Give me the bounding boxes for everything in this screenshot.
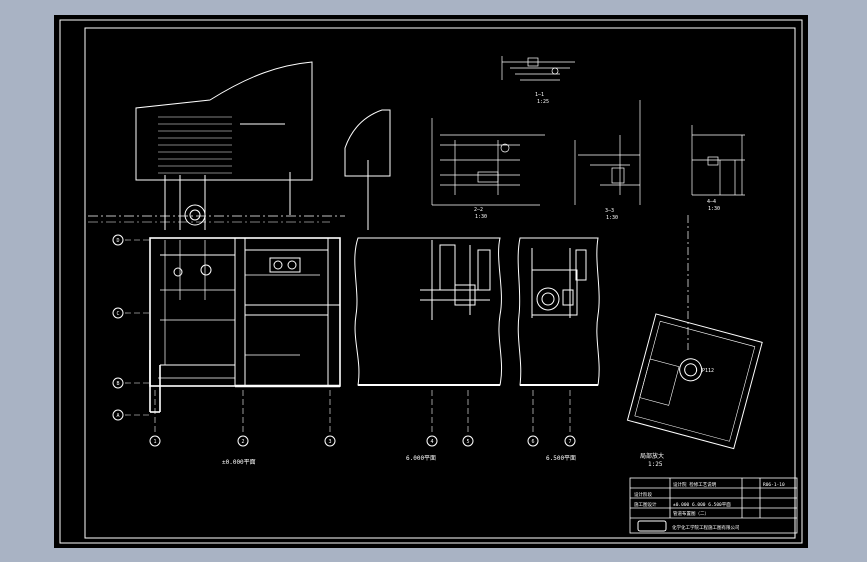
detail-enlargement <box>626 313 763 450</box>
title-block-drawing-no: R06-1-10 <box>763 482 785 488</box>
section-3-title: 3—3 <box>605 208 614 214</box>
section-1-1 <box>501 56 575 81</box>
title-block-row3: 施工图设计 <box>634 501 657 508</box>
section-1-title: 1—1 <box>535 92 544 98</box>
plan-right-pump <box>536 287 560 311</box>
detail-tag: P112 <box>702 368 714 374</box>
drawing-sheet <box>54 15 808 548</box>
plan-left-piping <box>158 240 320 379</box>
grid-label-6: 6 <box>531 439 534 445</box>
plan-left-tank-2 <box>200 264 212 276</box>
section-1-scale: 1:25 <box>537 99 549 105</box>
elevation-block-outline <box>135 61 313 181</box>
small-cutout-outline <box>344 109 391 177</box>
grid-label-4: 4 <box>430 439 433 445</box>
detail-title: 局部放大 <box>640 452 664 460</box>
grid-label-7: 7 <box>568 439 571 445</box>
grid-label-a: A <box>116 413 119 419</box>
grid-label-1: 1 <box>153 439 156 445</box>
plan-middle-title: 6.000平面 <box>406 455 436 462</box>
section-3-scale: 1:30 <box>606 215 618 221</box>
section-2-2 <box>431 118 545 206</box>
section-2-scale: 1:30 <box>475 214 487 220</box>
grid-bubbles-left <box>112 234 124 421</box>
title-block-footer: 化学化工学院工程施工图有限公司 <box>672 524 740 531</box>
elevation-note-lines <box>158 116 232 174</box>
grid-label-3: 3 <box>328 439 331 445</box>
plan-left-valve-2 <box>287 260 297 270</box>
grid-lines-left <box>125 239 571 432</box>
plan-left-equipment <box>269 257 301 273</box>
title-block-drawing-subtitle: 管道布置图（二） <box>673 510 709 517</box>
grid-label-2: 2 <box>241 439 244 445</box>
plan-left-title: ±0.000平面 <box>222 459 256 466</box>
section-4-title: 4—4 <box>707 199 716 205</box>
title-block-row2: 设计阶段 <box>634 491 652 498</box>
detail-scale: 1:25 <box>648 461 663 468</box>
grid-bubbles-bottom <box>149 435 576 447</box>
grid-label-5: 5 <box>466 439 469 445</box>
grid-label-c: C <box>116 311 119 317</box>
title-block-drawing-title: ±0.000 6.000 6.500平面 <box>673 502 731 508</box>
grid-label-b: B <box>116 381 119 387</box>
title-block <box>629 477 798 534</box>
plan-left-walls <box>149 237 341 413</box>
plan-left-valve <box>273 260 283 270</box>
section-3-3 <box>574 100 641 205</box>
plan-left-pump-2 <box>189 209 201 221</box>
section-2-title: 2—2 <box>474 207 483 213</box>
section-4-scale: 1:30 <box>708 206 720 212</box>
plan-right-title: 6.500平面 <box>546 455 576 462</box>
sheet-inner-border <box>84 27 796 539</box>
grid-label-d: D <box>116 238 119 244</box>
title-block-company: 设计院 检修工艺说明 <box>673 481 717 488</box>
section-4-4 <box>691 125 745 196</box>
company-logo <box>637 520 667 532</box>
sheet-outer-border <box>59 19 803 544</box>
plan-left-tank <box>173 267 183 277</box>
plan-left-pump-1 <box>184 204 206 226</box>
